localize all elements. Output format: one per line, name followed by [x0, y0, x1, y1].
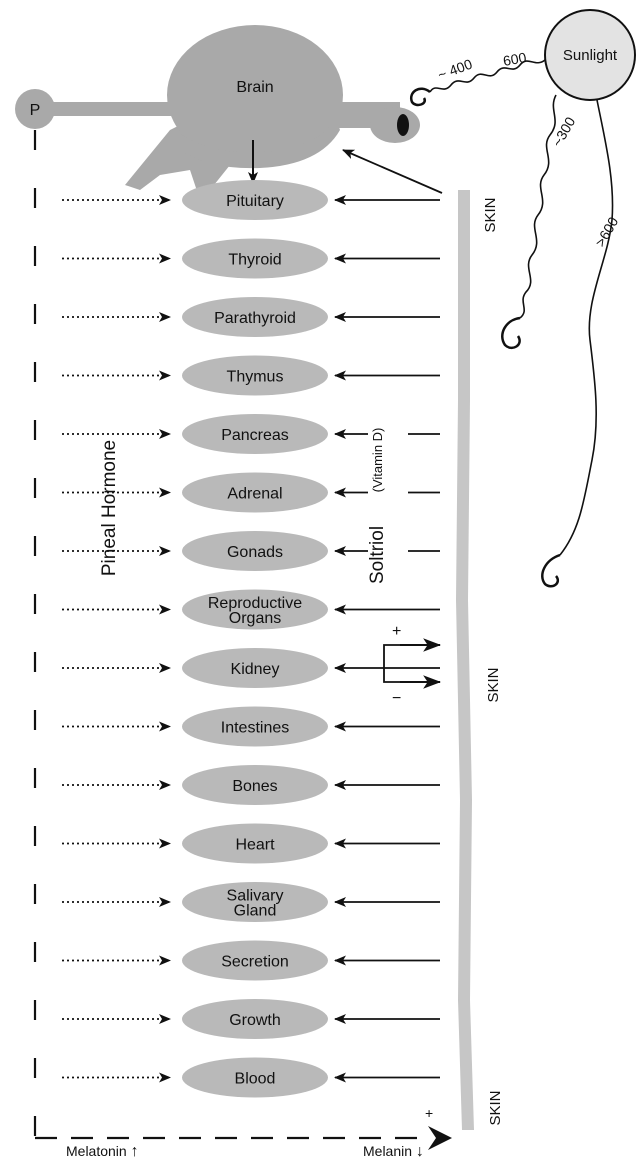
pineal-hormone-label: Pineal Hormone [99, 440, 120, 576]
organ-14: Growth [62, 999, 440, 1039]
organ-label: Adrenal [227, 486, 282, 503]
soltriol-label-group: Soltriol (Vitamin D) [367, 428, 388, 584]
organ-13: Secretion [62, 941, 440, 981]
organ-3: Thymus [62, 356, 440, 396]
melanin-feedback-arrowhead [428, 1126, 452, 1150]
wavelength-400-label: ~ 400 [436, 56, 475, 83]
kidney-minus-label: − [392, 690, 401, 707]
organ-label: Gonads [227, 544, 283, 561]
kidney-plus-label: + [392, 623, 401, 640]
organ-label: Gland [234, 903, 277, 920]
pineal-pathway: + [35, 130, 452, 1150]
organ-label: Pituitary [226, 193, 284, 210]
pineal-label: P [30, 102, 41, 119]
kidney-feedback: + − [384, 623, 440, 707]
brain-group: Brain P [15, 25, 442, 200]
skin-group: SKIN SKIN SKIN [456, 190, 504, 1130]
skin-to-brain-arrow [343, 150, 442, 193]
melatonin-up-arrow-icon: ↑ [131, 1143, 139, 1160]
organ-label: Blood [235, 1071, 276, 1088]
organ-label: Thymus [227, 369, 284, 386]
hook-400-600 [411, 89, 430, 105]
brain-label: Brain [236, 79, 273, 96]
skin-strip [456, 190, 474, 1130]
sunlight-label: Sunlight [563, 47, 618, 64]
organ-1: Thyroid [62, 239, 440, 279]
wave-300 [520, 95, 556, 318]
organ-label: Heart [235, 837, 275, 854]
skin-label-top: SKIN [482, 197, 499, 232]
eye-bulb [370, 107, 420, 143]
organ-0: Pituitary [62, 180, 440, 220]
melanin-text: Melanin [363, 1143, 412, 1159]
wavelength-gt600-label: >600 [592, 214, 622, 249]
eye-pupil [397, 114, 409, 136]
organ-list: PituitaryThyroidParathyroidThymusPancrea… [62, 180, 440, 1098]
melanin-label: Melanin ↓ [363, 1143, 424, 1161]
skin-label-bottom: SKIN [487, 1090, 504, 1125]
organ-label: Organs [229, 610, 281, 627]
organ-label: Parathyroid [214, 310, 296, 327]
wave-gt600 [560, 100, 613, 555]
organ-label: Growth [229, 1012, 281, 1029]
organ-2: Parathyroid [62, 297, 440, 337]
organ-label: Secretion [221, 954, 289, 971]
melatonin-label: Melatonin ↑ [66, 1143, 139, 1161]
sunlight-group: Sunlight ~ 400 600 ~300 >600 [411, 10, 635, 586]
organ-label: Intestines [221, 720, 289, 737]
organ-11: Heart [62, 824, 440, 864]
pineal-stalk [40, 102, 400, 116]
vitamin-d-label: (Vitamin D) [370, 428, 385, 493]
soltriol-label: Soltriol [367, 526, 388, 584]
feedback-plus-label: + [425, 1105, 433, 1121]
organ-label: Bones [232, 778, 277, 795]
skin-label-middle: SKIN [485, 667, 502, 702]
organ-15: Blood [62, 1058, 440, 1098]
wavelength-300-label: ~300 [549, 114, 579, 149]
hook-gt600 [542, 555, 560, 586]
melatonin-text: Melatonin [66, 1143, 127, 1159]
organ-label: Kidney [231, 661, 280, 678]
hook-300 [502, 318, 520, 348]
kidney-feedback-bracket [384, 645, 410, 682]
melanin-down-arrow-icon: ↓ [416, 1143, 424, 1160]
organ-label: Pancreas [221, 427, 289, 444]
organ-9: Intestines [62, 707, 440, 747]
wavelength-600-label: 600 [502, 49, 528, 69]
organ-label: Thyroid [228, 252, 281, 269]
organ-10: Bones [62, 765, 440, 805]
